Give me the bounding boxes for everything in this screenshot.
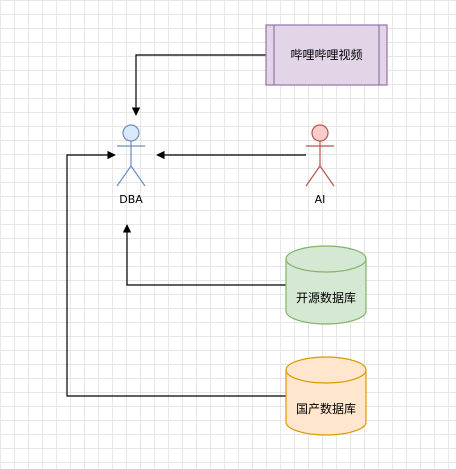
- edge-cn-db-to-dba[interactable]: [66, 150, 287, 397]
- actor-dba[interactable]: DBA: [116, 124, 146, 206]
- edge-open-db-to-dba[interactable]: [122, 224, 287, 286]
- actor-dba-head: [122, 124, 140, 142]
- cylinder-open-db-rim: [285, 258, 367, 273]
- node-cn-db[interactable]: 国产数据库: [285, 356, 367, 436]
- actor-ai-right-leg: [319, 165, 335, 187]
- node-open-db[interactable]: 开源数据库: [285, 245, 367, 325]
- node-bilibili-label: 哔哩哔哩视频: [290, 47, 362, 62]
- edges: [66, 54, 306, 397]
- actor-ai-left-leg: [305, 165, 321, 187]
- cylinder-cn-db-rim: [285, 369, 367, 384]
- actor-dba-right-leg: [130, 165, 146, 187]
- node-cn-db-label: 国产数据库: [296, 401, 356, 416]
- process-box: [265, 24, 388, 86]
- actor-ai-head: [311, 124, 329, 142]
- actor-ai[interactable]: AI: [305, 124, 335, 206]
- edge-bilibili-to-dba[interactable]: [131, 54, 267, 116]
- node-bilibili[interactable]: 哔哩哔哩视频: [265, 24, 388, 86]
- node-open-db-label: 开源数据库: [296, 290, 356, 305]
- actor-dba-label: DBA: [119, 193, 143, 206]
- cylinder-open-db-body: [285, 245, 367, 325]
- cylinder-cn-db-body: [285, 356, 367, 436]
- actor-dba-left-leg: [116, 165, 132, 187]
- actor-ai-label: AI: [315, 193, 326, 206]
